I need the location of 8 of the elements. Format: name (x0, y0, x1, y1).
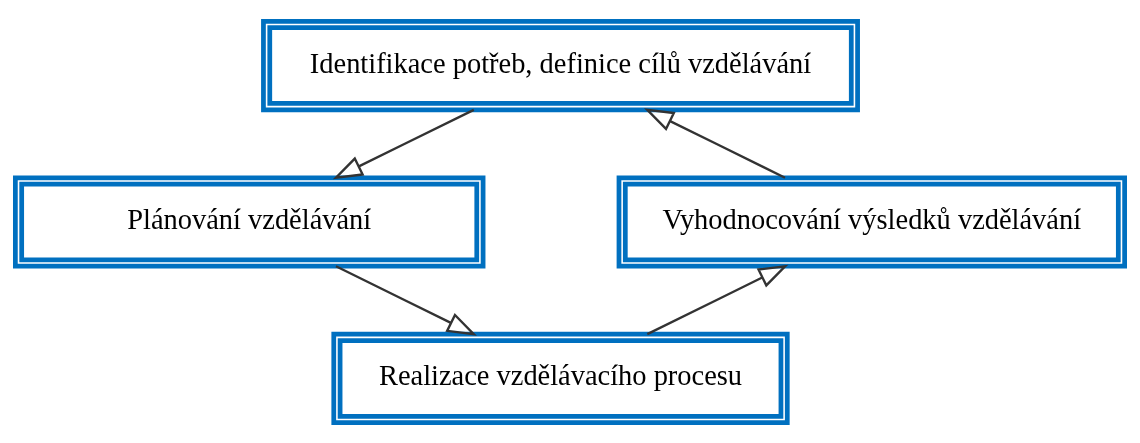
node-box: Realizace vzdělávacího procesu (331, 331, 790, 425)
node-box: Vyhodnocování výsledků vzdělávání (616, 174, 1127, 269)
arrow (332, 108, 475, 179)
node-box: Identifikace potřeb, definice cílů vzdělávání (261, 18, 860, 112)
arrow (335, 264, 477, 336)
arrow (646, 264, 789, 335)
arrow (644, 107, 786, 179)
node-box: Plánování vzdělávání (13, 174, 486, 269)
